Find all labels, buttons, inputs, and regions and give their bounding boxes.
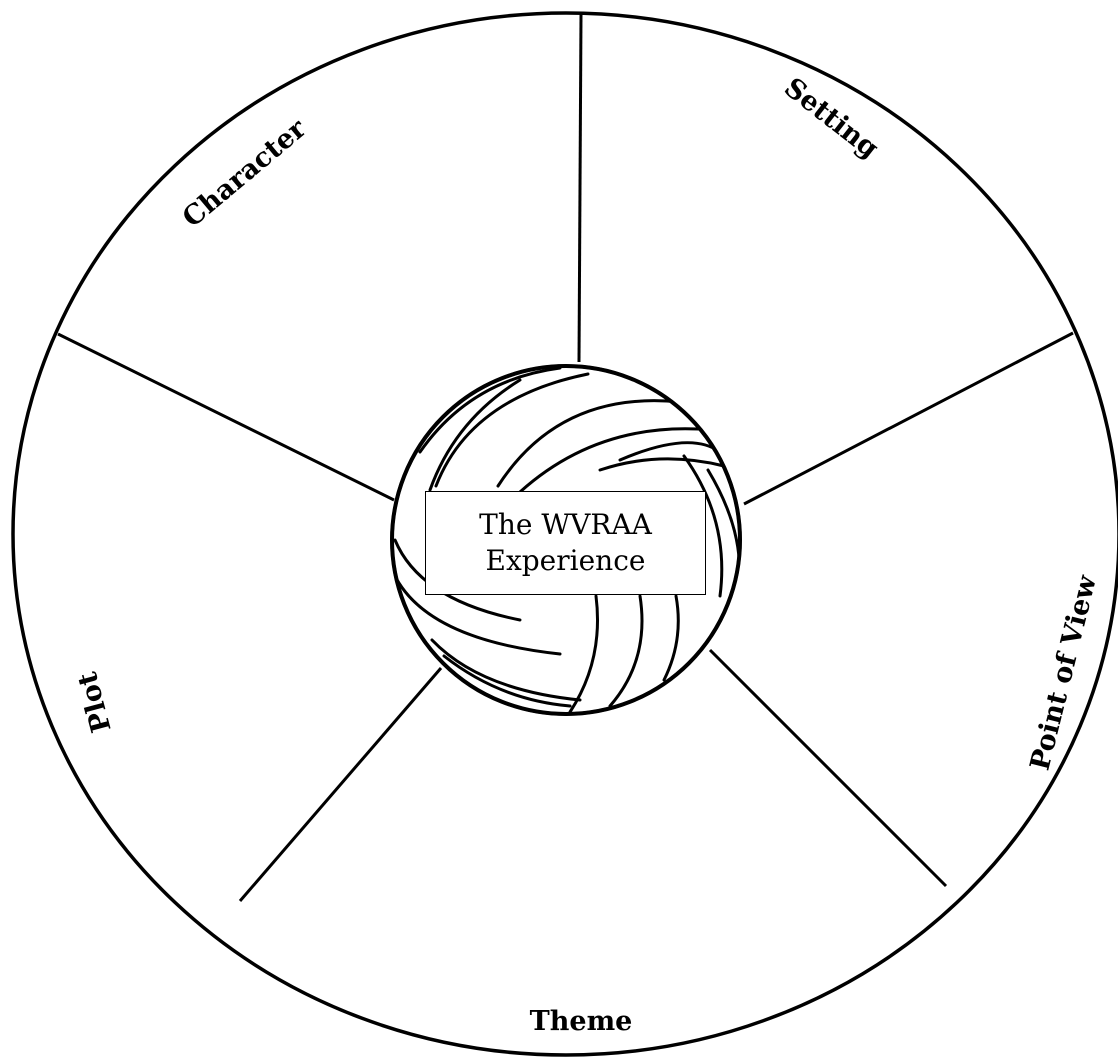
segment-label-setting: Setting xyxy=(778,72,884,164)
divider-theme-plot xyxy=(240,668,441,901)
divider-pointofview-theme xyxy=(710,650,946,886)
divider-plot-character xyxy=(58,334,394,500)
segment-label-character: Character xyxy=(177,113,313,234)
segment-label-theme: Theme xyxy=(530,1006,633,1037)
divider-character-setting xyxy=(579,14,581,362)
center-title-box: The WVRAA Experience xyxy=(425,491,706,595)
segment-label-plot: Plot xyxy=(72,668,118,735)
divider-setting-pointofview xyxy=(744,333,1073,504)
center-title-line-1: The WVRAA xyxy=(479,507,652,543)
segment-label-point-of-view: Point of View xyxy=(1025,572,1104,774)
center-title-line-2: Experience xyxy=(486,543,646,579)
